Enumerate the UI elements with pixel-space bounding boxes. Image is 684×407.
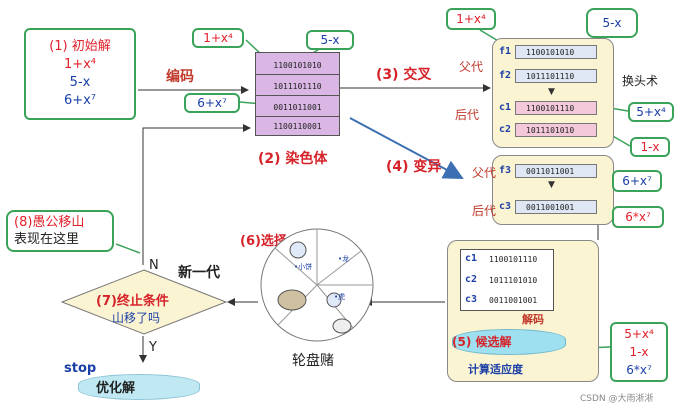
chrom-callout-a: 1+x⁴ (192, 28, 244, 48)
chrom-callout-c: 6+x⁷ (184, 93, 240, 113)
chrom-row-1: 1100101010 (256, 56, 339, 75)
branch-y: Y (149, 340, 157, 355)
initial-item-3: 6+x⁷ (63, 93, 97, 108)
stop-label: stop (64, 361, 97, 376)
mutation-down-arrow: ▼ (548, 180, 555, 190)
results-box: 5+x⁴ 1-x 6*x⁷ (610, 322, 668, 382)
wheel-text-2: •龙 (338, 255, 350, 263)
roulette-label: 轮盘赌 (292, 353, 334, 369)
label-c2: c2 (499, 124, 512, 135)
mut-callout-1: 6+x⁷ (612, 170, 662, 192)
fitness-table: c1 1100101110 c2 1011101010 c3 001100100… (460, 249, 554, 311)
crossover-label: (3) 交叉 (376, 67, 432, 83)
arrow-loop-back (142, 124, 251, 265)
row-c2: 1011101010 (515, 123, 597, 137)
initial-item-1: 1+x⁴ (63, 57, 97, 72)
new-generation-label: 新一代 (178, 265, 220, 281)
cross-callout-b: 5-x (586, 8, 638, 38)
row-c3: 0011001001 (515, 200, 597, 214)
initial-title: (1) 初始解 (49, 39, 111, 54)
row-f3: 0011011001 (515, 164, 597, 178)
wheel-text-3: •虎 (334, 293, 346, 301)
child-label: 后代 (455, 108, 480, 122)
chromosome-block: 1100101010 1011101110 0011011001 1100110… (255, 52, 340, 136)
fitness-bits-1: 1100101110 (489, 255, 538, 264)
mutation-parent-label: 父代 (472, 166, 497, 180)
yugong-line-2: 表现在这里 (14, 232, 80, 247)
initial-solutions-box: (1) 初始解 1+x⁴ 5-x 6+x⁷ (24, 28, 136, 120)
optimal-solution-label: 优化解 (96, 381, 136, 396)
label-c3: c3 (499, 201, 512, 212)
label-f2: f2 (499, 70, 512, 81)
fitness-id-3: c3 (465, 294, 478, 305)
branch-n: N (149, 258, 159, 273)
selection-label: (6)选择 (240, 234, 287, 249)
terminate-label: (7)终止条件 (96, 294, 169, 309)
mut-callout-2: 6*x⁷ (612, 206, 664, 228)
result-1: 5+x⁴ (624, 327, 654, 341)
encode-label: 编码 (166, 69, 194, 85)
fitness-calc-label: 计算适应度 (468, 363, 523, 376)
candidate-pool (452, 329, 566, 355)
fitness-bits-2: 1011101010 (489, 276, 538, 285)
optimal-pool (78, 374, 200, 400)
swap-label: 换头术 (622, 74, 659, 88)
fitness-bits-3: 0011001001 (489, 296, 538, 305)
decode-label: 解码 (522, 313, 544, 326)
row-f2: 1011101110 (515, 69, 597, 83)
down-arrow: ▼ (548, 87, 555, 97)
terminate-diamond (60, 269, 228, 335)
initial-item-2: 5-x (69, 75, 91, 90)
cross-callout-c: 5+x⁴ (628, 102, 674, 122)
chrom-row-3: 0011011001 (256, 98, 339, 117)
yugong-line-1: (8)愚公移山 (14, 215, 85, 230)
pointer-yugong (115, 243, 141, 254)
chrom-row-4: 1100110001 (273, 122, 322, 131)
candidate-label: (5) 候选解 (452, 335, 512, 349)
cross-callout-a: 1+x⁴ (446, 8, 496, 30)
fitness-id-1: c1 (465, 253, 478, 264)
chromosome-label: (2) 染色体 (258, 151, 328, 167)
label-c1: c1 (499, 102, 512, 113)
crossover-box: 1100101010 1011101110 ▼ 1100101110 10111… (492, 38, 614, 148)
result-3: 6*x⁷ (626, 363, 652, 377)
mutation-box: 0011011001 ▼ 0011001001 f3 c3 (492, 155, 614, 225)
label-f3: f3 (499, 165, 512, 176)
roulette-wheel (260, 228, 374, 342)
chrom-callout-b: 5-x (306, 30, 354, 50)
mutation-label: (4) 变异 (386, 159, 442, 175)
watermark: CSDN @大雨淅淅 (580, 394, 654, 404)
result-2: 1-x (629, 345, 649, 359)
parent-label: 父代 (459, 60, 484, 74)
fitness-id-2: c2 (465, 274, 478, 285)
terminate-question: 山移了吗 (112, 311, 161, 325)
wheel-text-1: •小饼 (294, 263, 313, 271)
fitness-box: c1 1100101110 c2 1011101010 c3 001100100… (447, 240, 599, 382)
mutation-child-label: 后代 (472, 204, 497, 218)
arrow-mutation (349, 117, 464, 179)
label-f1: f1 (499, 46, 512, 57)
row-c1: 1100101110 (515, 101, 597, 115)
cross-callout-d: 1-x (630, 137, 670, 157)
chrom-row-2: 1011101110 (256, 77, 339, 96)
row-f1: 1100101010 (515, 45, 597, 59)
yugong-callout: (8)愚公移山 表现在这里 (6, 210, 114, 252)
